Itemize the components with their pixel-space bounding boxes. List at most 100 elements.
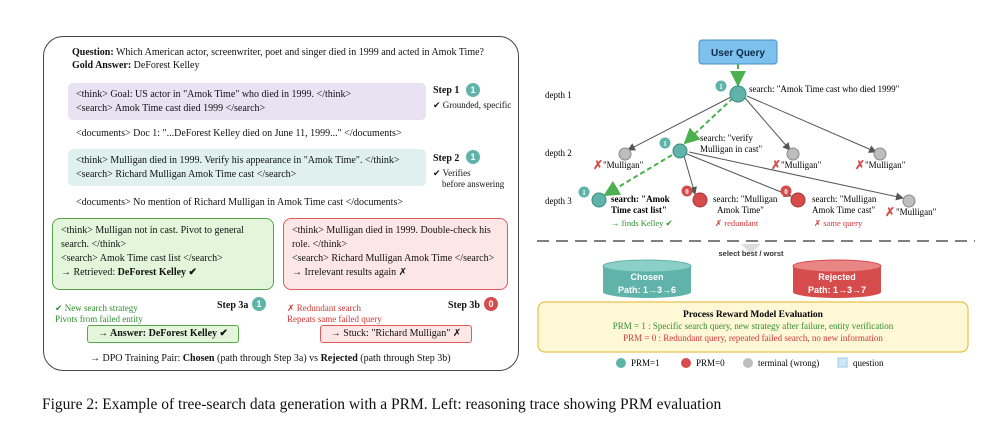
d3a-badge xyxy=(578,186,590,198)
d2b-badge xyxy=(659,137,671,149)
prm-1-text: PRM = 1 : Specific search query, new str… xyxy=(613,321,894,331)
select-label: select best / worst xyxy=(718,249,784,258)
d3c-label-2: Amok Time cast" xyxy=(812,205,876,215)
d3c-label-1: search: "Mulligan xyxy=(812,194,877,204)
step3a-prm-badge: 1 xyxy=(252,297,266,311)
step3a-line3: <search> Amok Time cast list </search> xyxy=(61,253,223,264)
step3b-prm-badge: 0 xyxy=(484,297,498,311)
d2d-label: "Mulligan" xyxy=(865,160,906,170)
figure-caption: Figure 2: Example of tree-search data ge… xyxy=(42,396,722,413)
fail-x-icon: ✗ xyxy=(855,158,865,172)
step3a-line1: <think> Mulligan not in cast. Pivot to g… xyxy=(61,225,244,236)
step3b-note-1: ✗ Redundant search xyxy=(287,303,362,313)
step3b-note-2: Repeats same failed query xyxy=(287,314,382,324)
edge-d2b-d3a xyxy=(603,154,673,197)
search-tree-diagram: User Query depth 1 depth 2 depth 3 1 sea… xyxy=(537,39,975,368)
step3a-answer-box: → Answer: DeForest Kelley ✔ xyxy=(87,325,239,343)
d2c-label: "Mulligan" xyxy=(781,160,822,170)
d3a-node xyxy=(591,192,607,208)
step2-box: <think> Mulligan died in 1999. Verify hi… xyxy=(68,149,426,186)
d2b-node xyxy=(672,143,688,159)
legend-terminal-label: terminal (wrong) xyxy=(758,358,819,368)
gold-answer-label: Gold Answer: xyxy=(72,60,132,71)
d3b-label-2: Amok Time" xyxy=(717,205,764,215)
terminal-node-d2c xyxy=(786,147,800,161)
step1-note: ✔ Grounded, specific xyxy=(433,100,512,110)
root-node-label: search: "Amok Time cast who died 1999" xyxy=(749,84,900,94)
legend-terminal-swatch xyxy=(743,358,753,368)
doc2-line: <documents> No mention of Richard Mullig… xyxy=(76,197,403,208)
step3a-note-2: Pivots from failed entity xyxy=(55,314,143,324)
step1-label: Step 1 xyxy=(433,85,460,96)
chosen-cylinder xyxy=(602,259,692,298)
fail-x-icon: ✗ xyxy=(885,205,895,219)
depth1-label: depth 1 xyxy=(545,90,572,100)
step3a-line4: → Retrieved: DeForest Kelley ✔ xyxy=(61,267,197,278)
question-label: Question: xyxy=(72,47,114,58)
edge-root-d2c xyxy=(744,97,791,151)
d3c-badge-text: 0 xyxy=(784,188,788,196)
rejected-cylinder xyxy=(792,259,882,298)
root-node xyxy=(729,85,747,103)
d3a-badge-text: 1 xyxy=(582,189,586,197)
edge-root-d2b xyxy=(683,97,734,145)
step3b-line1: <think> Mulligan died in 1999. Double-ch… xyxy=(292,225,491,236)
select-arrow-icon xyxy=(741,244,761,254)
step3b-line3: <search> Richard Mulligan Amok Time </se… xyxy=(292,253,495,264)
d2b-badge-text: 1 xyxy=(663,140,667,148)
d3c-note: ✗ same query xyxy=(814,218,863,228)
d3a-label-2: Time cast list" xyxy=(611,205,667,215)
d3b-badge-text: 0 xyxy=(685,188,689,196)
chosen-path: Path: 1→3→6 xyxy=(618,285,676,295)
step3b-line4: → Irrelevant results again ✗ xyxy=(292,267,408,278)
doc1-line: <documents> Doc 1: "...DeForest Kelley d… xyxy=(76,128,402,139)
step3a-line2: search. </think> xyxy=(61,239,127,250)
d3b-badge xyxy=(681,185,693,197)
step3b-answer-box: → Stuck: "Richard Mulligan" ✗ xyxy=(320,325,472,343)
d2a-label: "Mulligan" xyxy=(603,160,644,170)
prm-title: Process Reward Model Evaluation xyxy=(683,310,824,320)
d2b-label-2: Mulligan in cast" xyxy=(700,144,762,154)
root-badge xyxy=(715,80,727,92)
chosen-title: Chosen xyxy=(630,272,663,282)
legend-prm1-swatch xyxy=(616,358,626,368)
question-text: Which American actor, screenwriter, poet… xyxy=(113,47,484,58)
edge-d2b-d3c xyxy=(686,153,792,198)
depth2-label: depth 2 xyxy=(545,148,572,158)
prm-0-text: PRM = 0 : Redundant query, repeated fail… xyxy=(623,333,883,343)
terminal-node-d2d xyxy=(873,147,887,161)
step3b-line2: role. </think> xyxy=(292,239,348,250)
legend-prm1-label: PRM=1 xyxy=(631,358,660,368)
edge-root-d2d xyxy=(746,95,877,153)
edge-root-d2a xyxy=(627,96,732,151)
dpo-pair-line: → DPO Training Pair: Chosen (path throug… xyxy=(90,353,451,364)
question-line: Question: Which American actor, screenwr… xyxy=(72,46,484,59)
step1-search: <search> Amok Time cast died 1999 </sear… xyxy=(76,103,266,114)
step3a-box: <think> Mulligan not in cast. Pivot to g… xyxy=(52,218,274,290)
prm-evaluation-box xyxy=(537,301,969,353)
step2-label: Step 2 xyxy=(433,153,460,164)
d3b-node xyxy=(692,192,708,208)
step2-note-2: before answering xyxy=(442,179,505,189)
root-badge-text: 1 xyxy=(719,83,723,91)
step1-box: <think> Goal: US actor in "Amok Time" wh… xyxy=(68,83,426,120)
user-query-label: User Query xyxy=(711,48,765,59)
step2-prm-badge: 1 xyxy=(466,150,480,164)
gold-answer-line: Gold Answer: DeForest Kelley xyxy=(72,59,200,72)
edge-d2b-d3b xyxy=(683,155,697,195)
step3a-label: Step 3a xyxy=(217,300,249,311)
step3b-box: <think> Mulligan died in 1999. Double-ch… xyxy=(283,218,508,290)
rejected-title: Rejected xyxy=(818,272,856,282)
d3b-note: ✗ redundant xyxy=(715,218,759,228)
d3a-note: → finds Kelley ✔ xyxy=(611,218,673,228)
step3b-label: Step 3b xyxy=(448,300,480,311)
d3a-label-1: search: "Amok xyxy=(611,194,670,204)
legend-prm0-swatch xyxy=(681,358,691,368)
gold-answer-text: DeForest Kelley xyxy=(131,60,200,71)
legend-prm0-label: PRM=0 xyxy=(696,358,725,368)
d3b-label-1: search: "Mulligan xyxy=(713,194,778,204)
terminal-node-d2a xyxy=(618,147,632,161)
step1-think: <think> Goal: US actor in "Amok Time" wh… xyxy=(76,89,352,100)
d3d-label: "Mulligan" xyxy=(896,207,937,217)
rejected-path: Path: 1→3→7 xyxy=(808,285,866,295)
